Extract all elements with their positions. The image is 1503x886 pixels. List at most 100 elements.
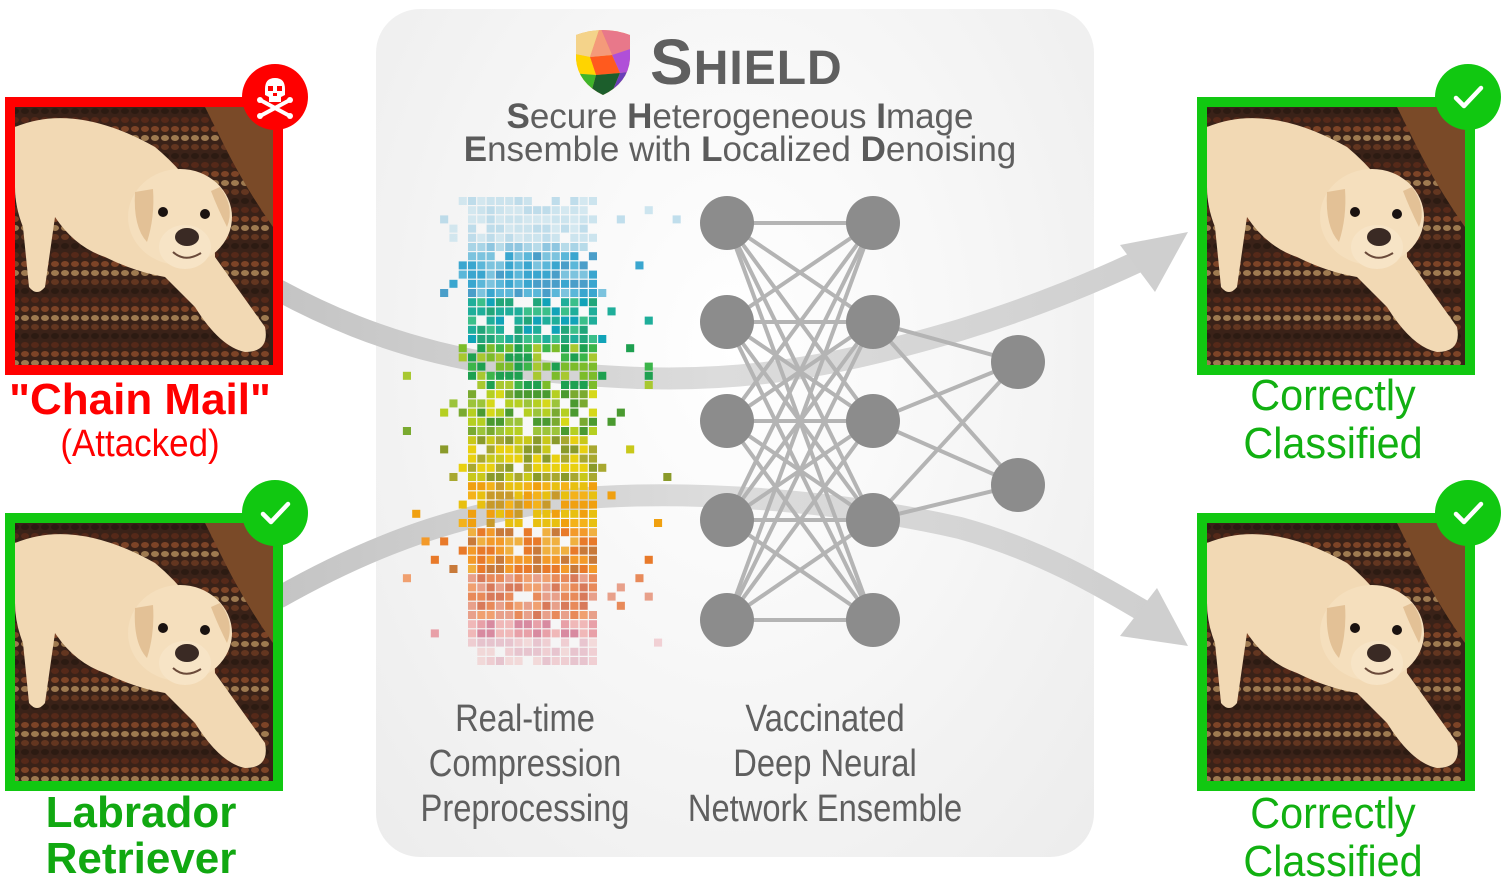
compression-pixel: [486, 500, 495, 509]
compression-pixel: [579, 647, 588, 656]
acronym-word: mage: [885, 97, 974, 136]
compression-pixel: [542, 657, 551, 665]
compression-pixel: [477, 657, 486, 665]
compression-pixel: [486, 233, 495, 242]
compression-pixel: [440, 445, 449, 454]
compression-pixel: [486, 215, 495, 224]
compression-pixel: [626, 344, 635, 353]
compression-pixel: [588, 307, 597, 316]
compression-pixel: [486, 436, 495, 445]
compression-pixel: [440, 408, 449, 417]
compression-pixel: [588, 565, 597, 573]
compression-pixel: [579, 353, 588, 362]
compression-pixel: [570, 647, 579, 656]
compression-pixel: [477, 289, 486, 297]
compression-pixel: [523, 620, 532, 629]
compression-pixel: [588, 611, 597, 619]
compression-pixel: [468, 335, 477, 343]
compression-pixel: [495, 289, 504, 297]
compression-pixel: [505, 491, 514, 500]
compression-pixel: [570, 565, 579, 573]
compression-pixel: [588, 629, 597, 638]
compression-pixel: [514, 335, 523, 343]
compression-pixel: [551, 519, 560, 527]
compression-pixel: [468, 482, 477, 491]
compression-pixel: [635, 574, 644, 583]
compression-pixel: [477, 252, 486, 261]
compression-pixel: [533, 206, 542, 215]
compression-pixel: [551, 270, 560, 279]
compression-pixel: [495, 233, 504, 242]
compression-pixel: [505, 362, 514, 371]
compression-pixel: [505, 344, 514, 353]
title-initial: S: [650, 26, 694, 98]
network-node-layer-2: [846, 493, 900, 547]
acronym-word: enoising: [885, 130, 1017, 169]
compression-pixel: [644, 555, 653, 564]
compression-pixel: [551, 657, 560, 665]
compression-pixel: [514, 537, 523, 546]
network-edge: [725, 221, 875, 423]
compression-pixel: [477, 592, 486, 601]
compression-pixel: [477, 546, 486, 555]
compression-pixel: [421, 537, 430, 546]
title-rest: HIELD: [693, 42, 843, 95]
network-node-layer-1: [700, 493, 754, 547]
compression-pixel: [523, 206, 532, 215]
compression-pixel: [588, 344, 597, 353]
compression-pixel: [477, 279, 486, 288]
output-image-top: [1197, 97, 1475, 375]
compression-pixel: [616, 601, 625, 610]
compression-pixel: [551, 307, 560, 316]
compression-pixel: [523, 289, 532, 297]
dog-photo: [15, 107, 273, 365]
compression-pixel: [449, 565, 458, 573]
acronym-letter: I: [876, 97, 886, 136]
compression-pixel: [551, 362, 560, 371]
compression-pixel: [570, 436, 579, 445]
compression-pixel: [579, 215, 588, 224]
compression-pixel: [468, 436, 477, 445]
compression-pixel: [468, 592, 477, 601]
compression-pixel: [551, 399, 560, 408]
compression-pixel: [523, 316, 532, 325]
compression-pixel: [495, 206, 504, 215]
compression-pixel: [607, 592, 616, 601]
compression-pixel: [542, 647, 551, 656]
compression-pixel: [495, 224, 504, 233]
compression-pixel: [588, 270, 597, 279]
compression-pixel: [514, 344, 523, 353]
compression-pixel: [486, 583, 495, 592]
compression-pixel: [533, 629, 542, 638]
correct-badge: [1435, 64, 1501, 130]
compression-pixel: [588, 371, 597, 380]
compression-pixel: [458, 261, 467, 270]
compression-pixel: [468, 325, 477, 334]
network-node-layer-1: [700, 295, 754, 349]
compression-pixel: [588, 473, 597, 481]
compression-pixel: [579, 574, 588, 583]
compression-pixel: [477, 362, 486, 371]
compression-pixel: [542, 473, 551, 481]
compression-pixel: [542, 583, 551, 592]
compression-pixel: [542, 592, 551, 601]
compression-pixel: [579, 233, 588, 242]
compression-pixel: [570, 473, 579, 481]
compression-pixel: [505, 289, 514, 297]
compression-pixel: [458, 546, 467, 555]
compression-pixel: [570, 270, 579, 279]
compression-pixel: [495, 546, 504, 555]
compression-pixel: [533, 233, 542, 242]
compression-pixel: [551, 463, 560, 472]
compression-pixel: [551, 528, 560, 537]
compression-pixel: [561, 353, 570, 362]
compression-pixel: [468, 224, 477, 233]
compression-pixel: [561, 647, 570, 656]
compression-pixel: [551, 215, 560, 224]
compression-pixel: [551, 454, 560, 463]
compression-pixel: [626, 445, 635, 454]
compression-pixel: [477, 436, 486, 445]
compression-pixel: [486, 298, 495, 307]
compression-pixel: [561, 620, 570, 629]
compression-pixel: [570, 463, 579, 472]
